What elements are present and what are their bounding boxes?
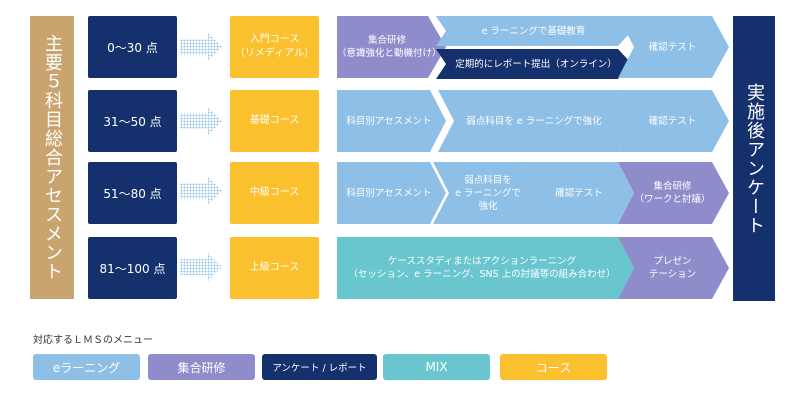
legend-training: 集合研修 [148,354,255,380]
arrow-icon [180,253,222,281]
r4-mix-label: ケーススタディまたはアクションラーニング （セッション、e ラーニング、SNS … [348,256,616,280]
score-box-row1: 0〜30 点 [88,16,177,78]
survey-label: 実施後アンケート [733,16,775,301]
r2-elearning-chevron [438,90,634,152]
r1-training-label: 集合研修 （意識強化と動機付け） [337,35,442,59]
legend-elearning: eラーニング [33,354,140,380]
legend-mix: MIX [383,354,490,380]
r3-elearning-label: 弱点科目を e ラーニングで 強化 [455,174,521,212]
r2-test-label: 確認テスト [648,115,697,127]
r4-mix-chevron [337,237,634,299]
r4-presentation-label: プレゼン テーション [648,256,697,280]
course-box-row4: 上級コース [230,237,319,299]
r4-presentation-chevron [618,237,729,299]
r3-assessment-chevron [337,162,446,224]
r2-assessment-label: 科目別アセスメント [346,115,432,127]
r3-training-label: 集合研修 （ワークと討議） [634,181,711,205]
r2-assessment-chevron [337,90,446,152]
r3-training-chevron [618,162,729,224]
r1-test-chevron [618,16,729,78]
assessment-label: 主要５科目総合アセスメント [30,16,74,299]
r1-elearning-chevron [436,16,632,46]
r1-test-label: 確認テスト [648,41,697,53]
score-box-row4: 81〜100 点 [88,237,177,299]
arrow-icon [180,33,222,61]
score-box-row2: 31〜50 点 [88,90,177,152]
r3-assessment-label: 科目別アセスメント [346,187,432,199]
r1-elearning-label: e ラーニングで基礎教育 [481,25,586,37]
r1-report-chevron [436,49,632,79]
r3-test-label: 確認テスト [555,187,603,199]
r3-test-chevron [523,162,634,224]
r1-training-chevron [337,16,446,78]
r2-elearning-label: 弱点科目を e ラーニングで強化 [466,115,602,127]
arrow-icon [180,107,222,135]
arrow-icon [180,177,222,205]
course-box-row3: 中級コース [230,162,319,224]
r1-report-label: 定期的にレポート提出（オンライン） [455,58,617,70]
legend-course: コース [500,354,607,380]
course-box-row1: 入門コース （リメディアル） [230,16,319,78]
r2-test-chevron [618,90,729,152]
legend-report: アンケート / レポート [262,354,377,380]
score-box-row3: 51〜80 点 [88,162,177,224]
legend-title: 対応するＬＭＳのメニュー [33,335,153,346]
course-box-row2: 基礎コース [230,90,319,152]
r3-elearning-chevron [433,162,539,224]
